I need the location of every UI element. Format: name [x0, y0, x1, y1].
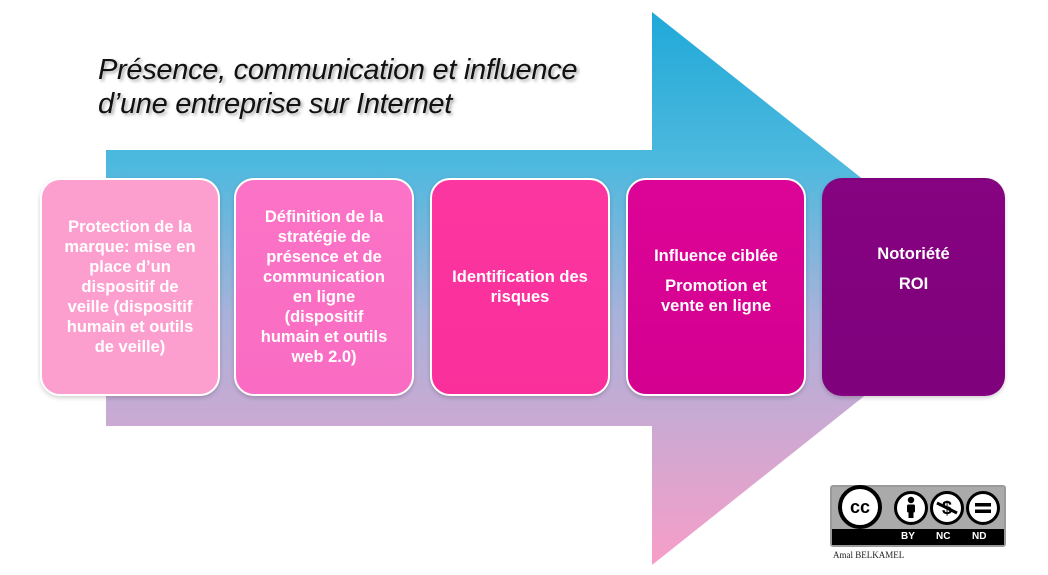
nc-label: NC	[936, 531, 951, 542]
step-text-line: communication	[263, 268, 385, 286]
step-heading: Influence ciblée	[654, 247, 778, 265]
cc-text: cc	[849, 496, 871, 517]
diagram-title: Présence, communication et influence d’u…	[98, 53, 658, 121]
author-credit: Amal BELKAMEL	[833, 550, 905, 560]
creative-commons-badge: cc $ BY NC ND	[830, 485, 1006, 547]
title-line-2: d’une entreprise sur Internet	[98, 88, 453, 120]
nc-dollar-icon: $	[930, 491, 964, 525]
by-person-icon	[894, 491, 928, 525]
step-heading: Notoriété	[877, 245, 950, 263]
step-text-line: stratégie de	[277, 228, 371, 246]
person-icon	[907, 496, 915, 518]
step-text-line: présence et de	[266, 248, 382, 266]
step-text-line: risques	[490, 288, 550, 306]
step-text-line: vente en ligne	[660, 297, 772, 315]
no-dollar-icon: $	[936, 498, 958, 518]
step-text-line: (dispositif	[284, 308, 364, 326]
step-risk-identification: Identification des risques	[430, 178, 610, 396]
step-text-line: en ligne	[292, 288, 356, 306]
step-text-line: humain et outils	[66, 318, 194, 336]
step-text-line: Définition de la	[264, 208, 384, 226]
step-text-line: Protection de la	[68, 218, 192, 236]
step-strategy-definition: Définition de la stratégie de présence e…	[234, 178, 414, 396]
step-text-line: de veille)	[94, 338, 166, 356]
by-label: BY	[901, 531, 915, 542]
step-text-line: Identification des	[452, 268, 588, 286]
step-targeted-influence: Influence ciblée Promotion et vente en l…	[626, 178, 806, 396]
step-text-line: Promotion et	[665, 277, 767, 295]
cc-icon: cc	[838, 485, 882, 529]
step-text-line: marque: mise en	[64, 238, 196, 256]
title-line-1: Présence, communication et influence	[98, 54, 578, 86]
step-text-line: dispositif de	[81, 278, 179, 296]
step-notoriety-roi: Notoriété ROI	[822, 178, 1005, 396]
step-text-line: ROI	[898, 275, 929, 293]
equals-icon	[975, 503, 991, 513]
nd-equals-icon	[966, 491, 1000, 525]
step-text-line: humain et outils	[260, 328, 388, 346]
step-text-line: veille (dispositif	[67, 298, 193, 316]
step-brand-protection: Protection de la marque: mise en place d…	[40, 178, 220, 396]
badge-label-band	[832, 529, 1004, 545]
step-text-line: web 2.0)	[291, 348, 357, 366]
step-text-line: place d’un	[89, 258, 171, 276]
nd-label: ND	[972, 531, 987, 542]
